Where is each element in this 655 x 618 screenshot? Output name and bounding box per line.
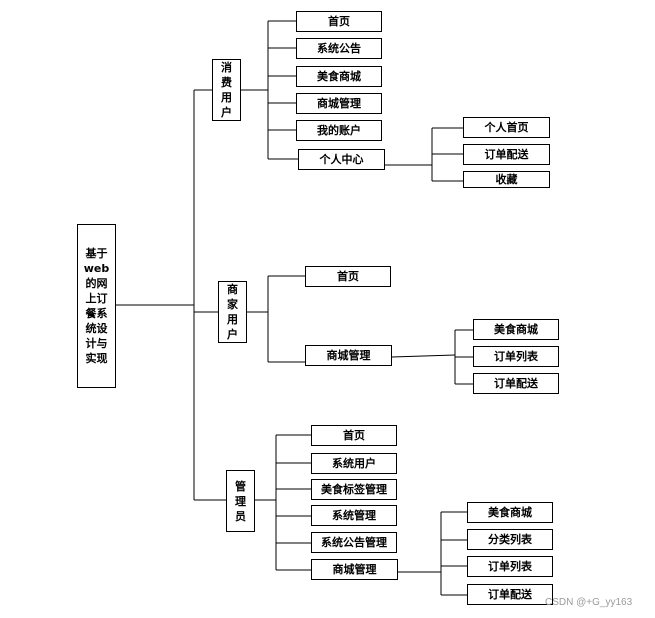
merchant-item-mall-management: 商城管理 — [305, 345, 392, 366]
consumer-item-mall-management: 商城管理 — [296, 93, 382, 114]
consumer-node: 消费用户 — [212, 59, 241, 121]
consumer-item-food-mall: 美食商城 — [296, 66, 382, 87]
merchant-item-home: 首页 — [305, 266, 391, 287]
admin-node: 管理员 — [226, 470, 255, 532]
admin-item-system-management: 系统管理 — [311, 505, 397, 526]
admin-child-food-mall: 美食商城 — [467, 502, 553, 523]
admin-item-mall-management: 商城管理 — [311, 559, 398, 580]
consumer-label: 消费用户 — [221, 61, 232, 119]
center-child-favorites: 收藏 — [463, 171, 550, 188]
admin-item-food-tag-management: 美食标签管理 — [311, 479, 397, 500]
watermark: CSDN @+G_yy163 — [545, 597, 633, 608]
merchant-child-order-list: 订单列表 — [473, 346, 559, 367]
root-title: 基于web的网上订餐系统设计与实现 — [83, 247, 110, 365]
root-node: 基于web的网上订餐系统设计与实现 — [77, 224, 116, 388]
center-child-personal-home: 个人首页 — [463, 117, 550, 138]
consumer-item-announcements: 系统公告 — [296, 38, 382, 59]
admin-item-announcement-management: 系统公告管理 — [311, 532, 397, 553]
admin-child-order-delivery: 订单配送 — [467, 584, 553, 605]
admin-label: 管理员 — [235, 479, 246, 523]
consumer-item-home: 首页 — [296, 11, 382, 32]
merchant-child-food-mall: 美食商城 — [473, 319, 559, 340]
admin-item-system-users: 系统用户 — [311, 453, 397, 474]
consumer-item-personal-center: 个人中心 — [298, 149, 385, 170]
admin-item-home: 首页 — [311, 425, 397, 446]
admin-child-category-list: 分类列表 — [467, 529, 553, 550]
merchant-label: 商家用户 — [227, 283, 238, 341]
merchant-child-order-delivery: 订单配送 — [473, 373, 559, 394]
center-child-order-delivery: 订单配送 — [463, 144, 550, 165]
admin-child-order-list: 订单列表 — [467, 556, 553, 577]
merchant-node: 商家用户 — [218, 281, 247, 343]
consumer-item-my-account: 我的账户 — [296, 120, 382, 141]
